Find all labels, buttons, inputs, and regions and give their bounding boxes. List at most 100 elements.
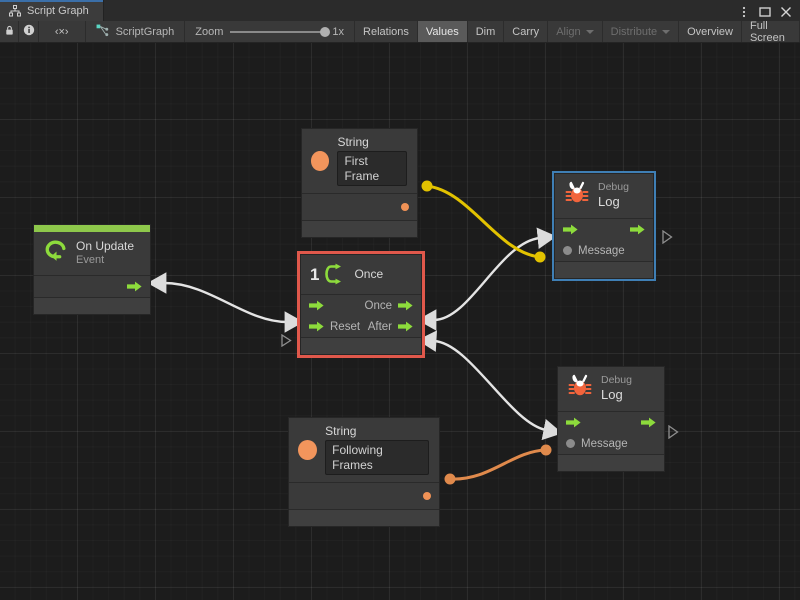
debug-log-bottom-flow-out-connector-icon	[668, 425, 679, 439]
lock-button[interactable]	[0, 21, 20, 42]
node-footer	[34, 298, 150, 314]
port-in-message[interactable]: Message	[563, 245, 625, 257]
zoom-control[interactable]: Zoom 1x	[185, 21, 356, 42]
zoom-slider-handle[interactable]	[320, 26, 331, 37]
graph-canvas[interactable]: On Update Event	[0, 43, 800, 600]
port-label-once: Once	[364, 299, 393, 312]
string-value-input[interactable]: First Frame	[337, 151, 407, 187]
graph-name-group[interactable]: ScriptGraph	[86, 21, 186, 42]
node-on-update[interactable]: On Update Event	[33, 224, 151, 315]
once-counter-icon: 1	[310, 263, 342, 285]
port-row: Message	[555, 240, 653, 261]
once-counter-number: 1	[310, 264, 320, 284]
node-footer	[302, 221, 417, 238]
toolbar-button-relations[interactable]: Relations	[355, 21, 418, 42]
info-button[interactable]	[19, 21, 39, 42]
tab-label: Script Graph	[27, 4, 89, 17]
graph-name-label: ScriptGraph	[115, 25, 175, 38]
edge-once-to-log-top[interactable]	[417, 227, 557, 331]
node-debug-log-top-header: Debug Log	[555, 174, 653, 219]
flow-input-arrow-icon	[566, 417, 581, 428]
node-string-first-frame[interactable]: String First Frame	[301, 128, 418, 239]
breadcrumb[interactable]: ‹×›	[39, 21, 86, 42]
port-out-flow[interactable]	[127, 281, 142, 292]
chevron-down-icon	[585, 29, 594, 34]
port-row: Message	[558, 433, 664, 454]
toolbar-button-align[interactable]: Align	[548, 21, 603, 42]
edge-string-first-frame-to-log-top[interactable]	[421, 180, 546, 263]
string-value-icon	[298, 439, 318, 460]
node-title: Log	[601, 387, 623, 402]
port-in-message[interactable]: Message	[566, 438, 628, 450]
port-label-after: After	[367, 320, 392, 333]
once-reset-port-connector-icon	[281, 334, 292, 347]
node-string-following-frames-text: String Following Frames	[325, 424, 429, 476]
port-out-flow[interactable]	[630, 224, 645, 235]
node-once[interactable]: 1 Once	[297, 251, 425, 358]
port-label-message: Message	[581, 437, 628, 450]
zoom-value: 1x	[332, 25, 345, 38]
node-string-first-frame-ports	[302, 194, 417, 222]
port-label-reset: Reset	[330, 320, 361, 333]
edge-after-to-log-bottom[interactable]	[417, 330, 563, 441]
toolbar-button-values[interactable]: Values	[417, 21, 468, 42]
port-out-after[interactable]: After	[368, 321, 413, 333]
node-title: String	[325, 424, 357, 438]
toolbar-button-distribute-label: Distribute	[610, 25, 658, 38]
node-string-following-frames-body[interactable]: String Following Frames	[288, 417, 440, 528]
node-on-update-header: On Update Event	[34, 232, 150, 276]
string-value-input[interactable]: Following Frames	[325, 440, 429, 476]
maximize-icon[interactable]	[759, 5, 771, 17]
node-once-ports: Once Reset After	[301, 295, 421, 338]
node-once-body[interactable]: 1 Once	[300, 254, 422, 355]
value-output-dot-icon	[401, 203, 409, 212]
node-on-update-body[interactable]: On Update Event	[33, 224, 151, 315]
node-debug-log-top-body[interactable]: Debug Log	[554, 173, 654, 279]
node-debug-log-bottom-ports: Message	[558, 412, 664, 455]
flow-output-arrow-icon	[398, 321, 413, 332]
edge-string-following-frames-to-log-bottom[interactable]	[444, 444, 552, 485]
toolbar-button-full-screen[interactable]: Full Screen	[742, 20, 800, 44]
port-in-flow[interactable]	[309, 300, 324, 311]
graph-toolbar: ‹×› ScriptGraph Zoom 1x Relations Values…	[0, 20, 800, 44]
node-debug-log-bottom[interactable]: Debug Log	[557, 366, 665, 472]
node-debug-log-top[interactable]: Debug Log	[552, 171, 656, 281]
port-row	[558, 412, 664, 433]
node-debug-log-bottom-body[interactable]: Debug Log	[557, 366, 665, 472]
port-in-flow[interactable]	[563, 224, 578, 235]
port-out-flow[interactable]	[641, 417, 656, 428]
toolbar-button-align-label: Align	[556, 25, 581, 38]
tab-script-graph[interactable]: Script Graph	[0, 0, 104, 21]
port-in-flow[interactable]	[566, 417, 581, 428]
node-string-following-frames-header: String Following Frames	[289, 418, 439, 484]
zoom-slider[interactable]	[230, 26, 331, 37]
close-icon[interactable]	[780, 5, 792, 17]
port-out-value[interactable]	[423, 492, 431, 501]
node-subtitle: Event	[76, 253, 105, 266]
on-update-loop-icon	[43, 238, 68, 268]
node-footer	[289, 510, 439, 527]
edge-onupdate-to-once[interactable]	[147, 272, 304, 333]
toolbar-button-distribute[interactable]: Distribute	[603, 21, 680, 42]
zoom-label: Zoom	[195, 25, 224, 38]
info-icon	[23, 24, 35, 39]
debug-log-top-flow-out-connector-icon	[662, 230, 673, 244]
toolbar-button-carry[interactable]: Carry	[504, 21, 549, 42]
port-out-value[interactable]	[401, 203, 409, 212]
node-string-following-frames[interactable]: String Following Frames	[288, 417, 440, 528]
toolbar-button-overview[interactable]: Overview	[679, 21, 742, 42]
port-out-once[interactable]: Once	[365, 300, 414, 312]
once-loop-arrows-icon	[325, 263, 342, 285]
node-debug-log-top-text: Debug Log	[598, 181, 629, 209]
node-on-update-text: On Update Event	[76, 239, 134, 267]
graph-hierarchy-icon	[9, 4, 21, 17]
window-controls	[730, 0, 800, 21]
port-in-reset[interactable]: Reset	[309, 321, 360, 333]
flow-input-arrow-icon	[563, 224, 578, 235]
port-row: Once	[301, 295, 421, 316]
chevron-down-icon	[662, 29, 671, 34]
toolbar-button-dim[interactable]: Dim	[468, 21, 505, 42]
more-options-icon[interactable]	[738, 5, 750, 17]
flow-input-arrow-icon	[309, 321, 324, 332]
node-string-first-frame-body[interactable]: String First Frame	[301, 128, 418, 239]
